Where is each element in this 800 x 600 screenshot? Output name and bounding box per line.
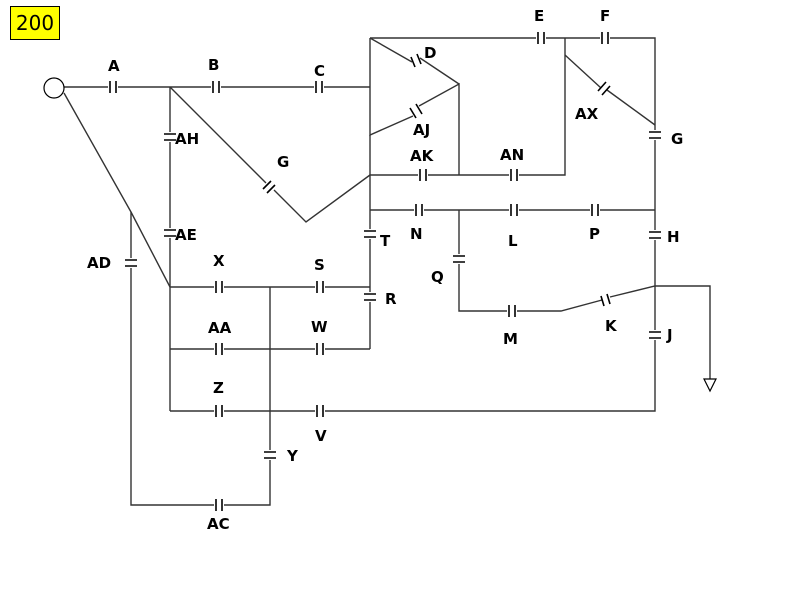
label-n: N xyxy=(410,225,423,243)
label-f: F xyxy=(600,7,610,25)
input-terminal xyxy=(43,77,65,99)
label-h: H xyxy=(667,228,680,246)
label-ac: AC xyxy=(207,515,230,533)
label-s: S xyxy=(314,256,325,274)
label-c: C xyxy=(314,62,325,80)
label-b: B xyxy=(208,56,219,74)
label-q: Q xyxy=(431,268,444,286)
capacitor-symbols xyxy=(109,32,661,511)
label-x: X xyxy=(213,252,225,270)
diagram-id-badge: 200 xyxy=(10,6,60,40)
label-ax: AX xyxy=(575,105,599,123)
label-v: V xyxy=(315,427,327,445)
label-ae: AE xyxy=(175,226,197,244)
label-ak: AK xyxy=(410,147,435,165)
label-d: D xyxy=(424,44,436,62)
label-l: L xyxy=(508,232,518,250)
label-an: AN xyxy=(500,146,524,164)
label-ad: AD xyxy=(87,254,111,272)
label-g-right: G xyxy=(671,130,683,148)
label-p: P xyxy=(589,225,600,243)
label-j: J xyxy=(666,326,673,344)
label-aj: AJ xyxy=(413,121,430,139)
label-t: T xyxy=(380,232,391,250)
label-k: K xyxy=(605,317,618,335)
label-z: Z xyxy=(213,379,224,397)
capacitor-labels: A B C D E F AX G G AH AJ AK AN AE AD X S… xyxy=(87,7,683,533)
label-g-diag: G xyxy=(277,153,289,171)
label-e: E xyxy=(534,7,544,25)
label-y: Y xyxy=(286,447,299,465)
wires xyxy=(63,37,711,506)
label-aa: AA xyxy=(208,319,232,337)
label-w: W xyxy=(311,318,328,336)
label-ah: AH xyxy=(175,130,199,148)
label-m: M xyxy=(503,330,518,348)
ground-symbol xyxy=(703,378,717,393)
label-r: R xyxy=(385,290,397,308)
label-a: A xyxy=(108,57,120,75)
